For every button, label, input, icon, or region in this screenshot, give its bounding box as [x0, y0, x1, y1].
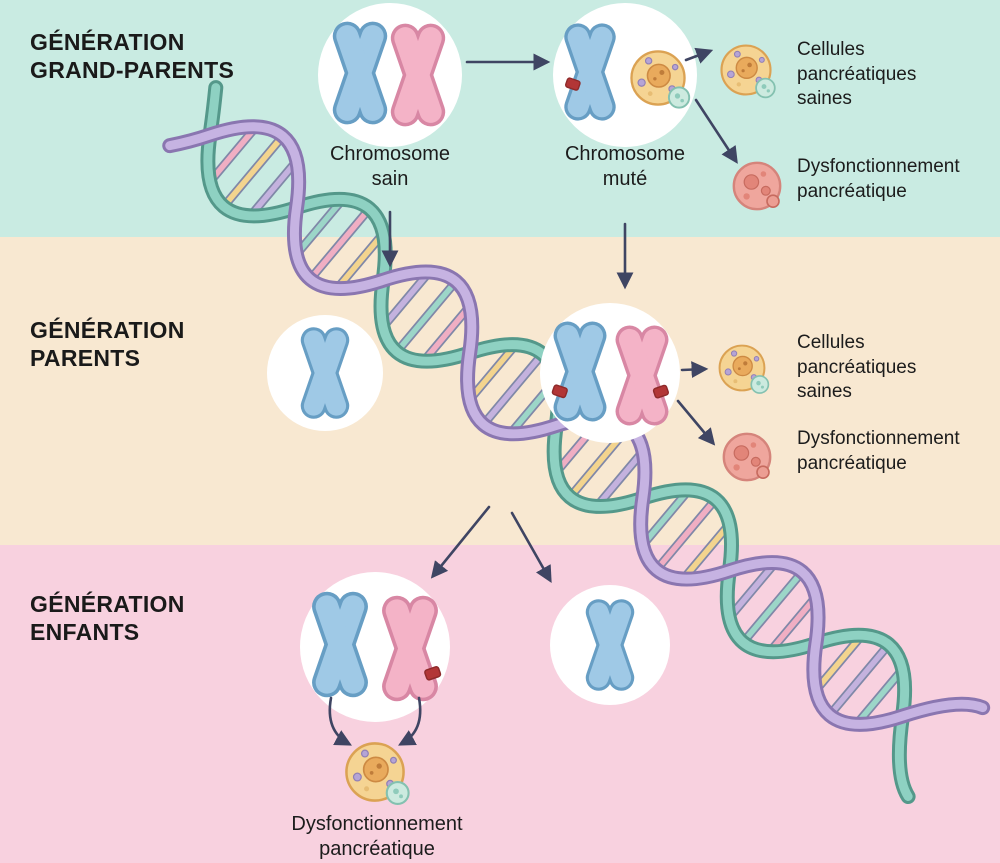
title-line: ENFANTS: [30, 619, 140, 646]
chromosome-healthy-label: Chromosome sain: [329, 143, 451, 190]
chromosome-blue-icon: [577, 596, 643, 694]
chromosome-pink-icon: [381, 20, 455, 130]
dysfunction-cell-icon: [732, 161, 782, 211]
dysfunction-label: Dysfonctionnement pancréatique: [797, 156, 960, 202]
dysfunction-label: Dysfonctionnement pancréatique: [797, 428, 960, 474]
title-line: GÉNÉRATION: [30, 591, 185, 617]
chromosome-mutated-label: Chromosome muté: [564, 143, 686, 190]
healthy-cell-icon: [345, 742, 410, 806]
chromosome-blue-mutated-icon: [555, 20, 625, 124]
healthy-cells-label: Cellules pancréatiques saines: [797, 332, 917, 403]
chromosome-blue-icon: [292, 324, 358, 422]
title-line: GÉNÉRATION: [30, 317, 185, 343]
title-line: GÉNÉRATION: [30, 29, 185, 55]
healthy-cell-icon: [720, 44, 776, 99]
chromosome-blue-icon: [302, 588, 378, 701]
title-line: GRAND-PARENTS: [30, 57, 235, 84]
generation-grandparents-title: GÉNÉRATION GRAND-PARENTS: [30, 28, 234, 84]
dysfunction-label: Dysfonctionnement pancréatique: [291, 813, 463, 860]
healthy-cell-icon: [718, 344, 770, 395]
dysfunction-cell-icon: [722, 432, 772, 482]
generation-children-title: GÉNÉRATION ENFANTS: [30, 590, 185, 646]
chromosome-pink-mutated-icon: [372, 592, 442, 705]
generation-parents-title: GÉNÉRATION PARENTS: [30, 316, 185, 372]
healthy-cells-label: Cellules pancréatiques saines: [797, 39, 917, 110]
healthy-cell-icon: [630, 50, 691, 109]
title-line: PARENTS: [30, 345, 141, 372]
chromosome-pink-mutated-icon: [606, 322, 678, 429]
